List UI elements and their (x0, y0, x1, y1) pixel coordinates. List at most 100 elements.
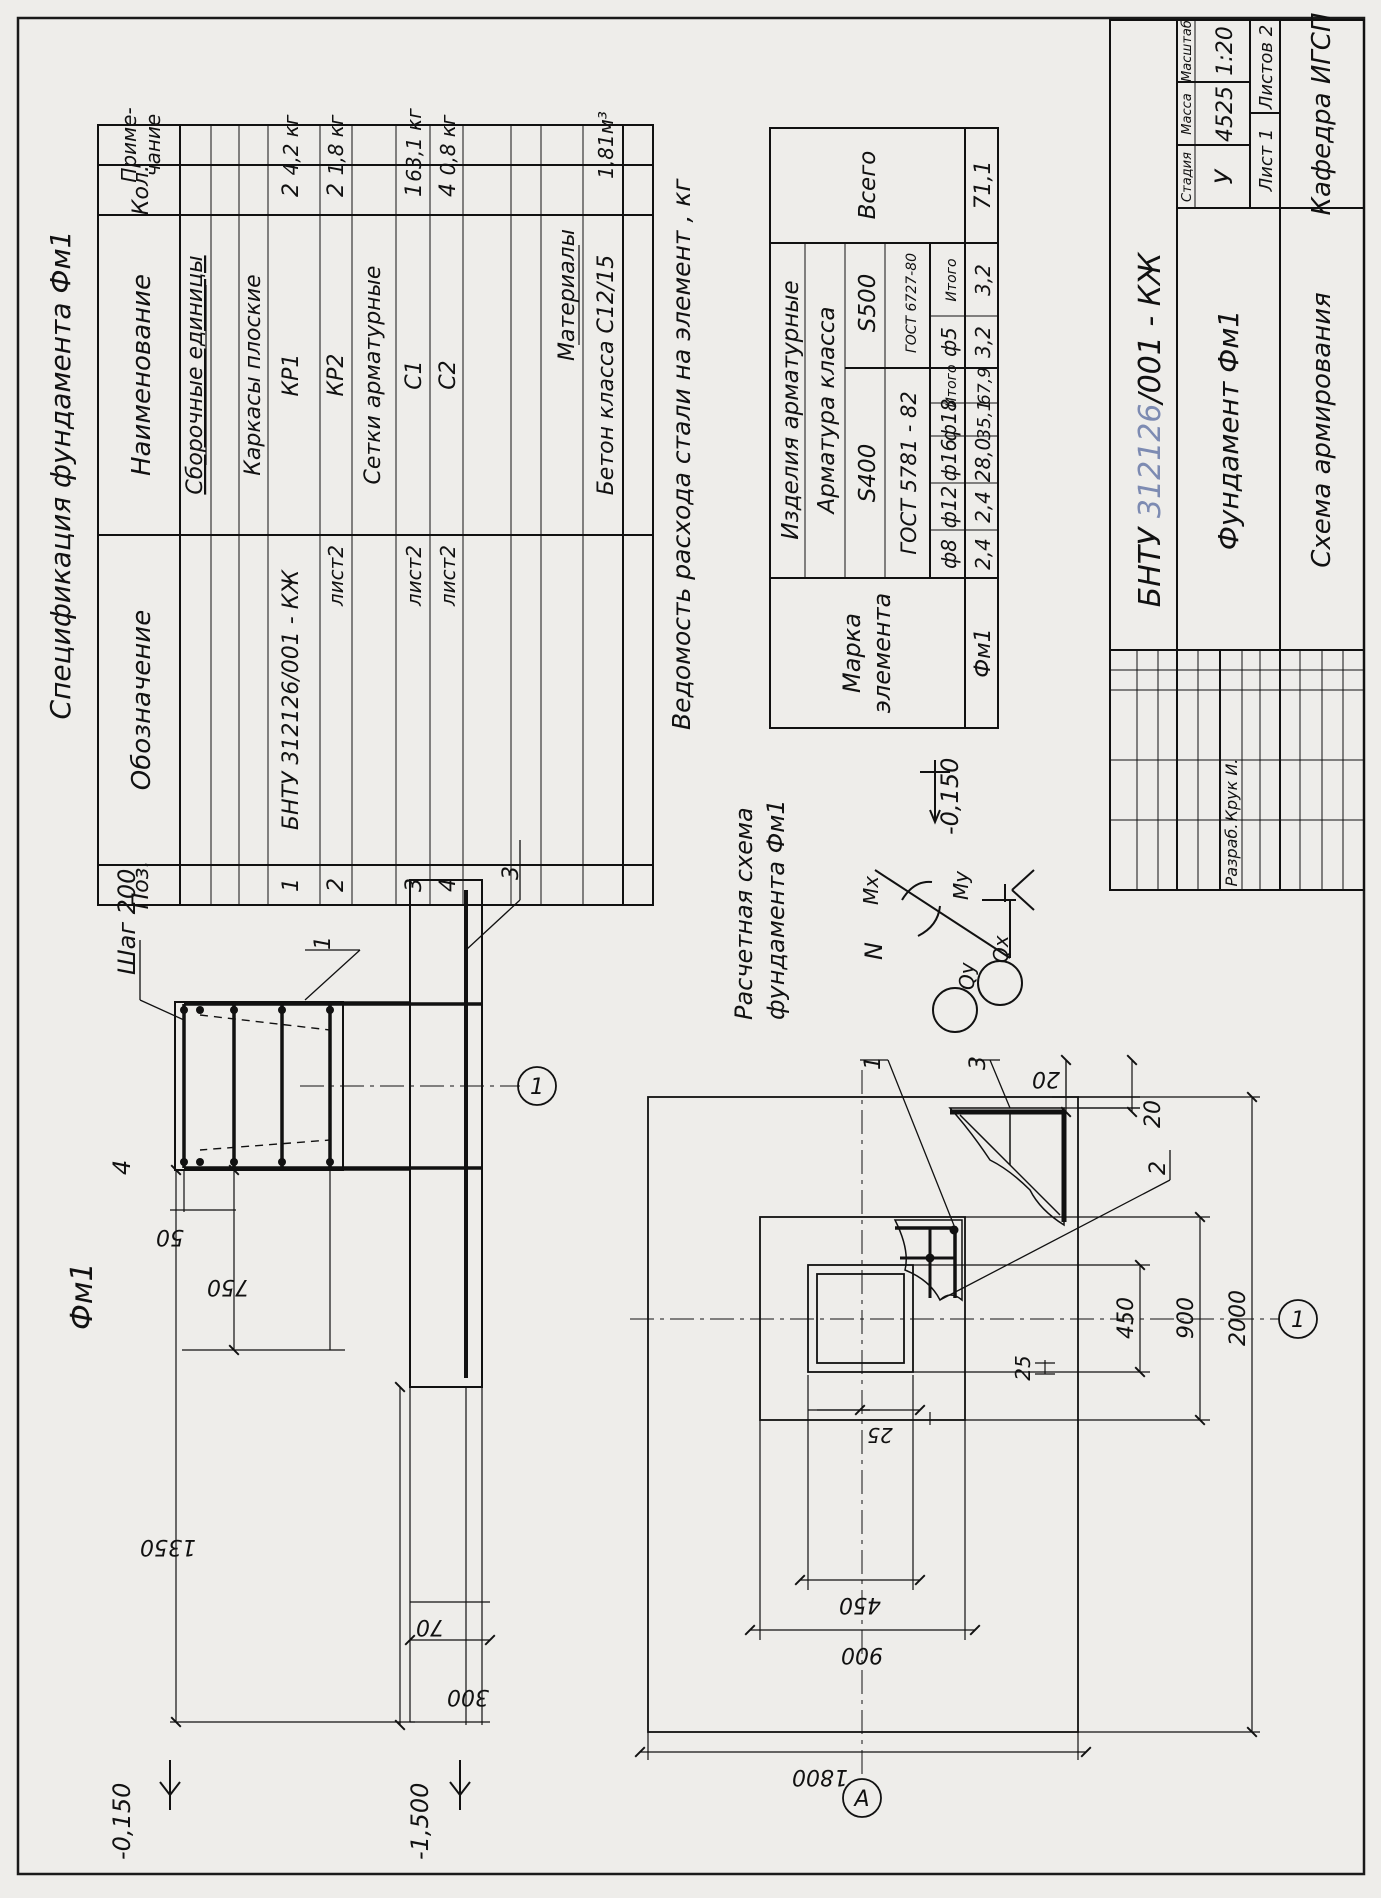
object-name: Фундамент Фм1 (1212, 310, 1245, 550)
scale-header: Масштаб (1180, 20, 1195, 82)
spec-title: Спецификация фундамента Фм1 (44, 231, 77, 720)
steel-mark-header-2: элемента (868, 593, 896, 714)
calc-N: N (860, 942, 888, 960)
steel-subcol: ф12 (937, 486, 961, 529)
spec-row-qty: 2 (324, 183, 349, 197)
title-block: БНТУ 312126/001 - КЖ Фундамент Фм1 Схема… (1109, 13, 1365, 891)
spec-row-name: Материалы (555, 229, 580, 361)
plan-axis-A: А (852, 1787, 869, 1812)
calc-My: My (949, 870, 973, 900)
spec-row-qty: 1 (402, 183, 427, 197)
spec-row-qty: 2 (279, 183, 304, 197)
plan-dim: 20 (1141, 1100, 1166, 1128)
steel-subcol: ф5 (937, 327, 961, 357)
steel-subcol: ф16 (937, 439, 961, 482)
spec-header-qty: Кол. (129, 165, 154, 215)
section-dim: 750 (207, 1274, 249, 1299)
spec-row-name: Сетки арматурные (361, 266, 386, 485)
stage-header: Стадия (1180, 152, 1195, 202)
spec-row-note: 0,8 кг (436, 114, 460, 175)
spec-row-name: Бетон класса С12/15 (594, 255, 619, 496)
spec-row-name: КР2 (324, 354, 349, 397)
steel-gost2: ГОСТ 6727-80 (904, 253, 920, 353)
steel-row-value: 35,1 (974, 400, 995, 440)
plan-dim: 900 (841, 1642, 883, 1667)
steel-row-value: 2,4 (971, 491, 995, 523)
spec-row-pos: 2 (324, 878, 349, 892)
calc-Qx: Qx (989, 935, 1013, 963)
spec-header-designation: Обозначение (127, 610, 157, 790)
spec-row-name: КР1 (279, 354, 304, 397)
steel-row-value: 3,2 (971, 326, 995, 358)
steel-subcol: ф18 (937, 399, 961, 442)
steel-table: Марка элемента Изделия арматурные Армату… (769, 127, 999, 729)
doc-code: БНТУ 312126/001 - КЖ (1133, 251, 1168, 607)
stage-value: У (1210, 168, 1238, 184)
section-dim: 1350 (140, 1534, 196, 1559)
plan-dim: 2000 (1226, 1290, 1251, 1346)
calc-title-2: фундамента Фм1 (762, 799, 790, 1020)
plan-pos-1: 1 (861, 1056, 886, 1070)
section-axis-label: 1 (530, 1075, 544, 1100)
spec-row-designation: лист2 (324, 545, 348, 607)
steel-total-header: Всего (855, 151, 881, 220)
section-pos-1: 1 (311, 936, 336, 950)
calc-scheme: Расчетная схема фундамента Фм1 -0,150 N … (730, 758, 1035, 1033)
section-level-top: -0,150 (108, 1783, 136, 1860)
plan-view: 1 А 1 3 2 (630, 1054, 1318, 1818)
calc-level: -0,150 (936, 758, 964, 835)
spec-row-name: С1 (402, 360, 427, 389)
spec-row-pos: 1 (279, 878, 304, 892)
spec-header-note-2: чание (141, 114, 165, 176)
plan-dim: 20 (1032, 1066, 1060, 1091)
sheet-number: Лист 1 (1256, 129, 1277, 193)
spec-row-note: 63,1 кг (402, 108, 426, 182)
plan-dim: 450 (839, 1592, 881, 1617)
calc-title-1: Расчетная схема (730, 807, 758, 1020)
section-dim: 50 (156, 1224, 184, 1249)
calc-Qy: Qy (955, 961, 979, 990)
mass-value: 4525 (1213, 86, 1238, 142)
plan-pos-3: 3 (966, 1056, 991, 1070)
plan-dim: 900 (1174, 1297, 1199, 1339)
steel-products: Изделия арматурные (778, 280, 804, 539)
steel-row-total: 71,1 (971, 161, 996, 210)
developed-header: Разраб. (1222, 824, 1241, 887)
section-dim: 70 (416, 1614, 444, 1639)
steel-row-mark: Фм1 (971, 628, 996, 678)
steel-gost1: ГОСТ 5781 - 82 (897, 391, 921, 555)
developer-name: Крук И. (1222, 759, 1241, 822)
spec-row-name: Каркасы плоские (241, 274, 266, 475)
spec-row-pos: 3 (402, 878, 427, 892)
mass-header: Масса (1180, 93, 1195, 134)
steel-row-value: 2,4 (971, 538, 995, 570)
section-step-label: Шаг 200 (113, 869, 141, 975)
steel-row-value: 3,2 (971, 264, 995, 296)
steel-table-title: Ведомость расхода стали на элемент , кг (667, 178, 696, 730)
plan-axis-1: 1 (1291, 1308, 1305, 1333)
steel-s500: S500 (855, 274, 881, 333)
spec-row-qty: 4 (436, 183, 461, 197)
section-view: Фм1 1 Шаг 20 (65, 840, 557, 1860)
plan-pos-2: 2 (1146, 1161, 1171, 1175)
spec-header-note-1: Приме- (117, 107, 141, 182)
steel-mark-header-1: Марка (838, 613, 866, 693)
spec-header-name: Наименование (127, 274, 157, 476)
spec-row-name: Сборочные единицы (183, 255, 208, 494)
plan-dim: 25 (867, 1423, 892, 1447)
section-pos-3: 3 (499, 866, 524, 880)
spec-row-note: 1,8 кг (324, 114, 348, 175)
spec-row-designation: лист2 (402, 545, 426, 607)
steel-subcol: Итого (944, 364, 960, 407)
steel-row-value: 67,9 (975, 367, 995, 405)
spec-row-note: 4,2 кг (279, 114, 303, 175)
plan-dim: 450 (1114, 1297, 1139, 1339)
calc-Mx: Mx (859, 876, 883, 905)
section-dim: 300 (447, 1684, 489, 1709)
spec-row-designation: БНТУ 312126/001 - КЖ (279, 569, 304, 830)
scale-value: 1:20 (1213, 26, 1238, 75)
steel-title: Ведомость расхода стали на элемент , кг (667, 178, 696, 730)
org-name: Кафедра ИГСП (1307, 13, 1337, 216)
plan-dim: 1800 (792, 1764, 848, 1789)
